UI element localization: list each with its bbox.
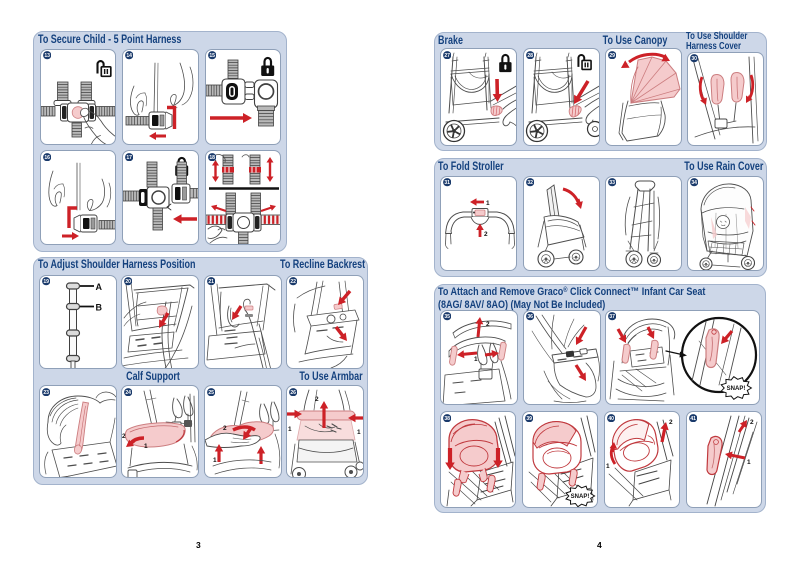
svg-text:32: 32 (527, 180, 533, 186)
svg-text:39: 39 (526, 416, 532, 422)
svg-text:14: 14 (126, 53, 132, 59)
svg-text:2: 2 (122, 433, 126, 440)
svg-text:SNAP!: SNAP! (727, 386, 746, 392)
svg-text:1: 1 (486, 200, 490, 207)
svg-text:2: 2 (223, 425, 227, 432)
svg-text:24: 24 (125, 390, 131, 396)
svg-text:41: 41 (690, 416, 696, 422)
svg-text:31: 31 (444, 180, 450, 186)
svg-text:1: 1 (474, 356, 478, 363)
svg-text:1: 1 (213, 457, 217, 464)
svg-text:40: 40 (608, 416, 614, 422)
svg-text:1: 1 (606, 463, 610, 470)
svg-text:37: 37 (609, 314, 615, 320)
svg-text:2: 2 (669, 419, 673, 426)
svg-text:25: 25 (208, 390, 214, 396)
svg-text:17: 17 (126, 155, 132, 161)
svg-text:1: 1 (288, 426, 292, 433)
svg-text:15: 15 (209, 53, 215, 59)
svg-text:20: 20 (125, 279, 131, 285)
svg-text:13: 13 (44, 53, 50, 59)
svg-text:2: 2 (750, 419, 754, 426)
svg-text:36: 36 (527, 314, 533, 320)
svg-text:27: 27 (444, 53, 450, 59)
svg-text:19: 19 (43, 279, 49, 285)
svg-text:21: 21 (208, 279, 214, 285)
svg-text:A: A (95, 282, 102, 292)
svg-text:16: 16 (44, 155, 50, 161)
svg-text:28: 28 (527, 53, 533, 59)
svg-text:2: 2 (486, 321, 490, 328)
svg-text:22: 22 (290, 279, 296, 285)
svg-text:33: 33 (609, 180, 615, 186)
svg-text:1: 1 (357, 429, 361, 436)
svg-text:SNAP!: SNAP! (570, 494, 589, 500)
svg-text:18: 18 (209, 155, 215, 161)
svg-text:23: 23 (43, 390, 49, 396)
svg-text:2: 2 (484, 231, 488, 238)
svg-text:30: 30 (691, 56, 697, 62)
svg-text:35: 35 (444, 314, 450, 320)
svg-text:38: 38 (444, 416, 450, 422)
svg-text:1: 1 (747, 459, 751, 466)
svg-text:2: 2 (315, 396, 319, 403)
svg-text:1: 1 (144, 443, 148, 450)
svg-text:29: 29 (609, 53, 615, 59)
svg-text:34: 34 (691, 180, 697, 186)
svg-text:26: 26 (290, 390, 296, 396)
svg-text:B: B (95, 302, 102, 312)
